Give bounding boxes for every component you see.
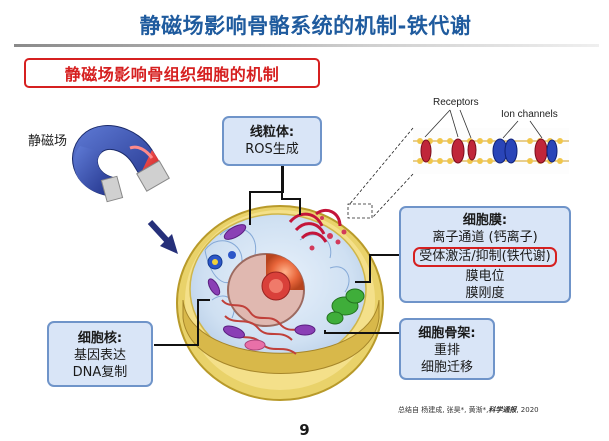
cell-body — [176, 205, 384, 401]
mitochondria-heading: 线粒体: — [249, 125, 295, 140]
title-divider — [14, 44, 599, 47]
nucleus-box: 细胞核: 基因表达 DNA复制 — [47, 321, 153, 387]
receptors-label: Receptors — [433, 97, 479, 108]
ion-channels-label: Ion channels — [501, 109, 558, 120]
membrane-inset-figure — [347, 109, 569, 219]
magnet-label: 静磁场 — [28, 134, 68, 149]
slide-title: 静磁场影响骨骼系统的机制-铁代谢 — [139, 14, 472, 38]
nucleus-line-gene-expression: 基因表达 — [73, 348, 126, 363]
cytoskeleton-heading: 细胞骨架: — [418, 326, 476, 341]
nucleus-line-dna-replication: DNA复制 — [72, 365, 128, 380]
mitochondria-box: 线粒体: ROS生成 — [222, 116, 322, 166]
membrane-heading: 细胞膜: — [462, 213, 508, 228]
membrane-line-stiffness: 膜刚度 — [465, 286, 505, 301]
citation-year: , 2020 — [516, 406, 539, 414]
connector-lines — [154, 166, 399, 346]
section-subtitle: 静磁场影响骨组织细胞的机制 — [24, 58, 320, 88]
magnet-icon — [72, 125, 170, 203]
membrane-box: 细胞膜: 离子通道 (钙离子) 受体激活/抑制(铁代谢) 膜电位 膜刚度 — [399, 206, 571, 303]
cytoskeleton-box: 细胞骨架: 重排 细胞迁移 — [399, 318, 495, 380]
membrane-line-ion-channel: 离子通道 (钙离子) — [432, 230, 538, 245]
page-number: 9 — [299, 421, 310, 439]
membrane-line-potential: 膜电位 — [465, 269, 505, 284]
citation-authors: 总结自 杨建成, 张昊*, 黄渐*, — [398, 406, 489, 414]
citation-journal: 科学通报 — [488, 406, 517, 414]
cytoskeleton-line-migration: 细胞迁移 — [420, 360, 473, 375]
field-arrow-icon — [147, 219, 178, 254]
nucleus-heading: 细胞核: — [77, 331, 123, 346]
cytoskeleton-line-rearrange: 重排 — [433, 343, 460, 358]
membrane-line-receptor-highlight: 受体激活/抑制(铁代谢) — [413, 247, 557, 267]
citation: 总结自 杨建成, 张昊*, 黄渐*,科学通报, 2020 — [398, 405, 539, 415]
mitochondria-line: ROS生成 — [245, 142, 299, 157]
